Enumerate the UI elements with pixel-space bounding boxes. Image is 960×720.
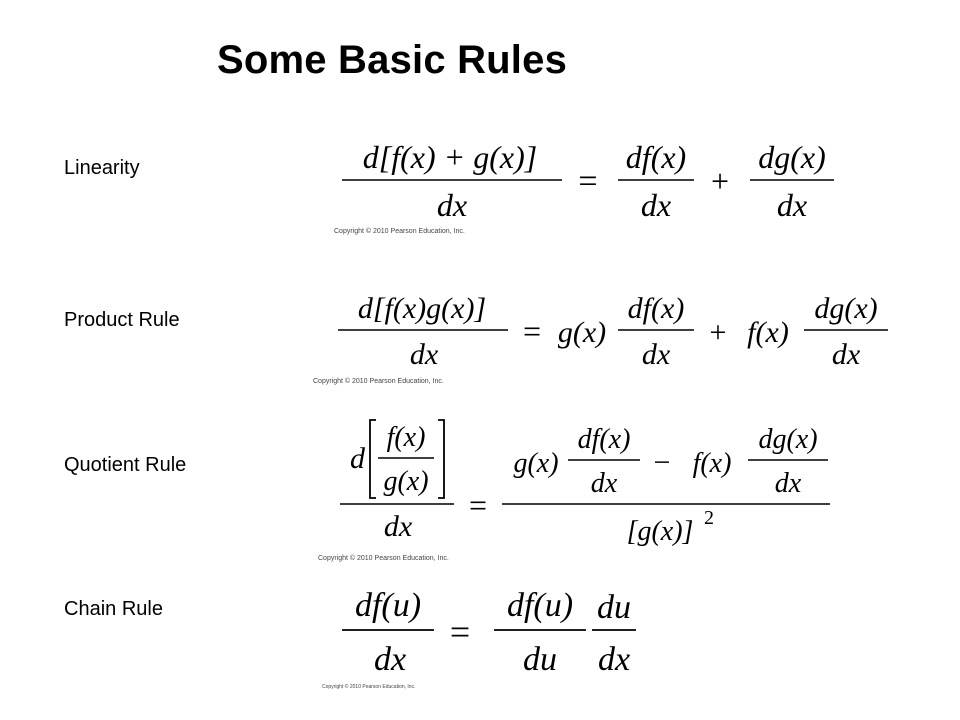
chain-lhs-denominator: dx	[374, 641, 406, 678]
product-term2-numerator: dg(x)	[814, 292, 877, 325]
rule-label-chain: Chain Rule	[64, 598, 163, 620]
linearity-lhs-numerator: d[f(x) + g(x)]	[363, 139, 537, 175]
product-lhs-denominator: dx	[410, 338, 439, 371]
quotient-term2-numerator: dg(x)	[758, 424, 817, 455]
quotient-inner-denominator: g(x)	[383, 466, 428, 497]
product-term1-numerator: df(x)	[628, 292, 685, 325]
product-f-of-x: f(x)	[747, 316, 789, 349]
product-term2-denominator: dx	[832, 338, 861, 371]
linearity-term2-numerator: dg(x)	[758, 139, 826, 175]
linearity-copyright: Copyright © 2010 Pearson Education, Inc.	[334, 228, 465, 235]
linearity-equation: d[f(x) + g(x)] dx = df(x) dx + dg(x) dx	[342, 139, 834, 223]
chain-rule-equation: df(u) dx = df(u) du du dx	[342, 587, 636, 678]
product-plus-sign: +	[710, 316, 727, 349]
quotient-left-bracket	[369, 419, 376, 499]
linearity-term1-numerator: df(x)	[626, 139, 686, 175]
quotient-term2-denominator: dx	[775, 468, 802, 499]
product-rule-equation: d[f(x)g(x)] dx = g(x) df(x) dx + f(x) dg…	[338, 292, 888, 371]
quotient-f-of-x: f(x)	[693, 448, 732, 479]
linearity-equals-sign: =	[578, 163, 597, 200]
linearity-lhs-denominator: dx	[437, 187, 467, 223]
quotient-rhs-denominator: [g(x)]	[627, 516, 694, 547]
quotient-exponent: 2	[704, 507, 714, 529]
linearity-term2-denominator: dx	[777, 187, 807, 223]
slide-title: Some Basic Rules	[217, 38, 568, 82]
quotient-rule-equation: d f(x) g(x) dx = g(x) df(x) dx − f(x) dg…	[340, 419, 830, 547]
rule-label-linearity: Linearity	[64, 157, 140, 179]
rule-label-quotient: Quotient Rule	[64, 454, 187, 476]
quotient-lhs-denominator: dx	[384, 510, 413, 543]
quotient-term1-denominator: dx	[591, 468, 618, 499]
product-lhs-numerator: d[f(x)g(x)]	[358, 292, 486, 325]
product-g-of-x: g(x)	[558, 316, 606, 349]
quotient-d: d	[350, 442, 366, 475]
chain-term1-numerator: df(u)	[507, 587, 573, 624]
quotient-minus-sign: −	[654, 446, 671, 479]
chain-term2-numerator: du	[597, 589, 631, 626]
linearity-term1-denominator: dx	[641, 187, 671, 223]
chain-equals-sign: =	[450, 612, 470, 652]
quotient-term1-numerator: df(x)	[578, 424, 631, 455]
chain-term1-denominator: du	[523, 641, 557, 678]
quotient-equals-sign: =	[469, 487, 487, 523]
quotient-right-bracket	[438, 419, 445, 499]
linearity-plus-sign: +	[711, 163, 729, 199]
quotient-inner-numerator: f(x)	[387, 422, 426, 453]
chain-term2-denominator: dx	[598, 641, 630, 678]
quotient-g-of-x: g(x)	[513, 448, 558, 479]
rule-label-product: Product Rule	[64, 309, 180, 331]
product-term1-denominator: dx	[642, 338, 671, 371]
quotient-copyright: Copyright © 2010 Pearson Education, Inc.	[318, 555, 449, 562]
chain-copyright: Copyright © 2010 Pearson Education, Inc.	[322, 684, 416, 690]
product-equals-sign: =	[523, 313, 541, 349]
chain-lhs-numerator: df(u)	[355, 587, 421, 624]
product-copyright: Copyright © 2010 Pearson Education, Inc.	[313, 378, 444, 385]
